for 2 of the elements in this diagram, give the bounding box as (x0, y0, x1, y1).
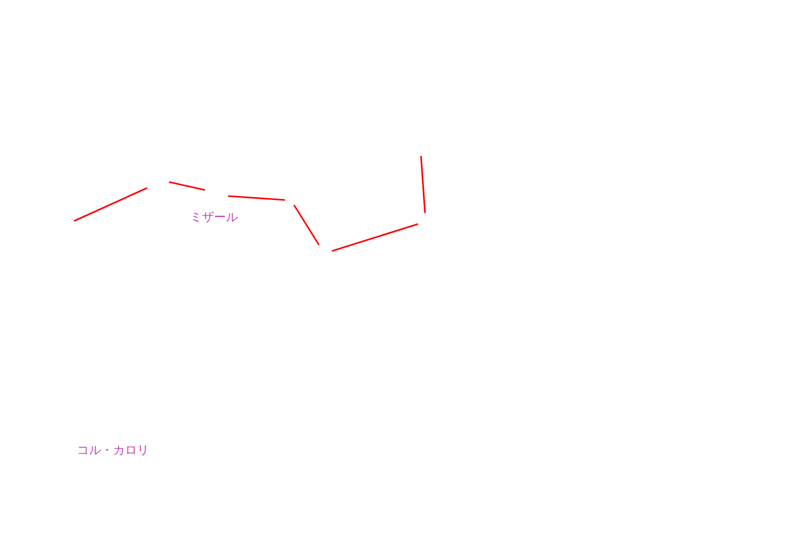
star-name-label: ミザール (190, 211, 238, 223)
star-name-label: コル・カロリ (77, 444, 149, 456)
